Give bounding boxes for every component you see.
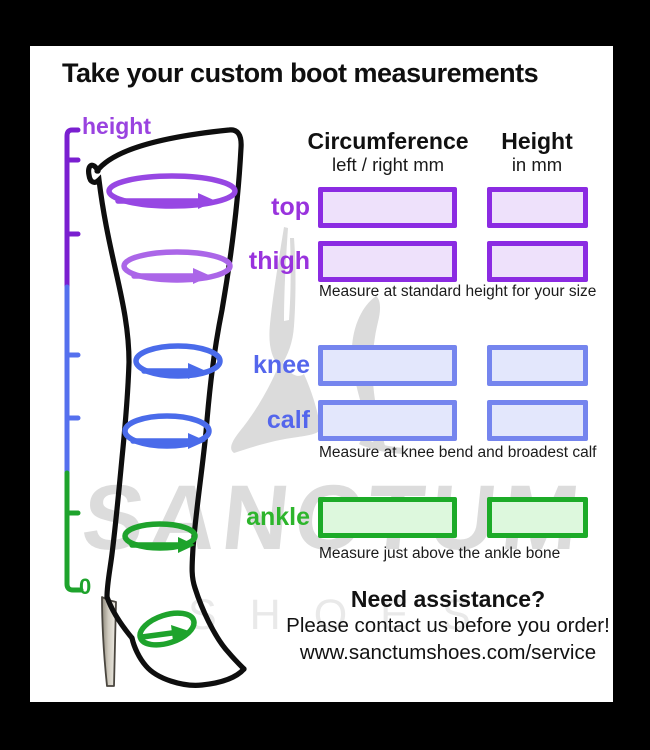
height-column-header: Height in mm: [436, 128, 638, 176]
thigh-height-field[interactable]: [487, 241, 588, 282]
top-circumference-field[interactable]: [318, 187, 457, 228]
watermark-word-shoes: SHOES: [188, 591, 504, 639]
knee-height-field[interactable]: [487, 345, 588, 386]
boot-measurement-card: SANCTUM SHOES: [30, 46, 613, 702]
ankle-ellipse: [122, 521, 198, 553]
thigh-circumference-field[interactable]: [318, 241, 457, 282]
thigh-ellipse: [121, 249, 233, 284]
ruler-zero-label: 0: [79, 574, 92, 599]
instep-ellipse: [137, 610, 197, 648]
page-title: Take your custom boot measurements: [62, 58, 539, 88]
ankle-height-field[interactable]: [487, 497, 588, 538]
service-url: www.sanctumshoes.com/service: [299, 640, 597, 664]
row-label-ankle: ankle: [246, 503, 310, 531]
assistance-line: Please contact us before you order!: [286, 614, 610, 637]
calf-height-field[interactable]: [487, 400, 588, 441]
circumference-header-title: Circumference: [307, 128, 469, 154]
knee-ellipse: [133, 343, 223, 379]
calf-note: Measure at knee bend and broadest calf: [319, 444, 597, 461]
row-label-top: top: [271, 193, 310, 221]
boot-diagram: [64, 127, 247, 688]
knee-circumference-field[interactable]: [318, 345, 457, 386]
ruler-blue-segment: [64, 284, 81, 476]
row-label-thigh: thigh: [248, 247, 310, 275]
row-label-knee: knee: [253, 351, 310, 379]
top-height-field[interactable]: [487, 187, 588, 228]
height-header-subtitle: in mm: [511, 154, 563, 176]
height-ruler: [64, 127, 84, 593]
thigh-note: Measure at standard height for your size: [319, 283, 597, 300]
circumference-column-header: Circumference left / right mm: [286, 128, 490, 176]
measure-ellipses: [106, 173, 238, 648]
circumference-header-subtitle: left / right mm: [331, 154, 445, 176]
calf-ellipse: [122, 413, 212, 449]
ankle-note: Measure just above the ankle bone: [319, 545, 561, 562]
leg-outline: [86, 127, 247, 688]
ruler-height-label: height: [82, 113, 151, 139]
height-header-title: Height: [501, 128, 573, 154]
ruler-purple-segment: [64, 127, 81, 290]
calf-circumference-field[interactable]: [318, 400, 457, 441]
ankle-circumference-field[interactable]: [318, 497, 457, 538]
ruler-green-segment: [64, 470, 84, 593]
row-label-calf: calf: [266, 406, 310, 434]
top-ellipse: [106, 173, 238, 209]
assistance-heading: Need assistance?: [350, 586, 546, 612]
assistance-footer: Need assistance? Please contact us befor…: [268, 585, 628, 666]
